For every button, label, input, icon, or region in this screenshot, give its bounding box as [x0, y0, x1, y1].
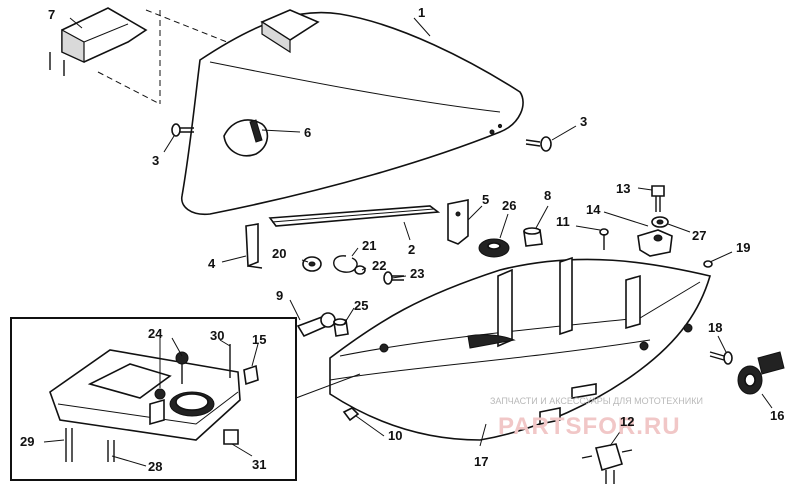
- part-5-bracket: [447, 199, 469, 245]
- part-26-grommet: [478, 238, 510, 258]
- label-part-4: 4: [208, 256, 216, 271]
- label-part-27: 27: [692, 228, 706, 243]
- part-1-motor-cover: [181, 9, 524, 216]
- part-3-screw-left: [171, 123, 194, 137]
- label-part-18: 18: [708, 320, 722, 335]
- part-23-bolt: [383, 271, 404, 285]
- watermark-text: ЗАПЧАСТИ И АКСЕССУАРЫ ДЛЯ МОТОТЕХНИКИ: [490, 396, 703, 406]
- part-22-washer: [354, 265, 366, 275]
- part-8-bushing: [523, 227, 543, 247]
- label-part-11: 11: [556, 214, 570, 229]
- label-part-25: 25: [354, 298, 368, 313]
- detail-inset: [10, 317, 361, 481]
- part-11-screw: [599, 228, 609, 250]
- label-part-16: 16: [770, 408, 784, 423]
- label-part-28: 28: [148, 459, 162, 474]
- label-part-15: 15: [252, 332, 266, 347]
- watermark: ЗАПЧАСТИ И АКСЕССУАРЫ ДЛЯ МОТОТЕХНИКИ PA…: [490, 396, 703, 440]
- label-part-26: 26: [502, 198, 516, 213]
- label-part-24: 24: [148, 326, 163, 341]
- part-3-screw-right: [525, 136, 552, 152]
- part-12-fitting: [581, 443, 633, 484]
- label-part-19: 19: [736, 240, 750, 255]
- part-16-grommet-plug: [737, 351, 785, 395]
- label-part-13: 13: [616, 181, 630, 196]
- label-part-7: 7: [48, 7, 55, 22]
- label-part-21: 21: [362, 238, 376, 253]
- label-part-20: 20: [272, 246, 286, 261]
- part-17-lower-pan: [329, 256, 712, 441]
- label-part-14: 14: [586, 202, 601, 217]
- label-part-8: 8: [544, 188, 551, 203]
- label-part-1: 1: [418, 5, 425, 20]
- part-20-washer: [302, 256, 322, 272]
- part-27-washer: [651, 216, 669, 228]
- part-2-seal-strip: [268, 205, 441, 227]
- label-part-31: 31: [252, 457, 266, 472]
- part-number-labels: 1 7 3 3 6 2 4 5 20 21 22 23 26 8 11 13 1…: [20, 5, 784, 474]
- part-7-cover-plate: [49, 7, 233, 105]
- part-9-latch-lever: [296, 312, 338, 338]
- part-10-nut: [342, 407, 360, 422]
- leader-lines: [43, 17, 773, 467]
- label-part-22: 22: [372, 258, 386, 273]
- label-part-3-left: 3: [152, 153, 159, 168]
- label-part-5: 5: [482, 192, 489, 207]
- part-19-screw: [703, 260, 713, 268]
- watermark-logo: PARTSFOR.RU: [498, 413, 681, 440]
- part-4-bracket: [245, 223, 263, 269]
- label-part-30: 30: [210, 328, 224, 343]
- label-part-2: 2: [408, 242, 415, 257]
- label-part-17: 17: [474, 454, 488, 469]
- part-13-bolt: [651, 185, 665, 212]
- label-part-6: 6: [304, 125, 311, 140]
- part-18-bolt: [709, 351, 733, 365]
- part-21-spring-clip: [333, 255, 358, 273]
- label-part-29: 29: [20, 434, 34, 449]
- label-part-10: 10: [388, 428, 402, 443]
- label-part-23: 23: [410, 266, 424, 281]
- part-14-catch: [637, 229, 673, 257]
- label-part-12: 12: [620, 414, 634, 429]
- label-part-9: 9: [276, 288, 283, 303]
- label-part-3-right: 3: [580, 114, 587, 129]
